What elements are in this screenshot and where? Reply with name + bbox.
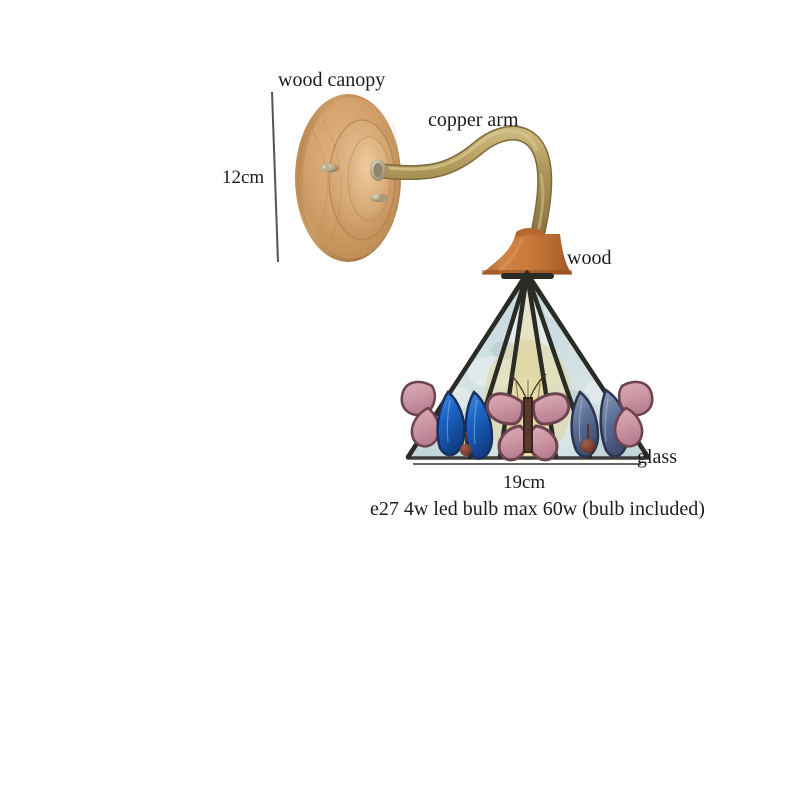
glass-shade: [400, 270, 654, 462]
dimension-line-height: [271, 91, 279, 263]
label-wood: wood: [567, 247, 612, 269]
label-wood-canopy: wood canopy: [278, 69, 386, 91]
bead-drop-left: [460, 432, 472, 456]
wood-cap: [482, 228, 572, 275]
arm-collar: [370, 159, 386, 181]
shade-skirt-decor: [400, 373, 654, 462]
label-glass: glass: [637, 446, 677, 468]
wood-canopy: [295, 94, 401, 262]
canopy-screw-upper: [320, 163, 339, 173]
bead-drop-right: [581, 424, 595, 453]
butterfly-center: [485, 373, 571, 462]
copper-arm: [370, 125, 553, 240]
butterfly-left-outer: [400, 380, 441, 448]
dimension-label-width: 19cm: [503, 472, 546, 493]
dragonfly-wings-left: [436, 390, 494, 460]
bulb-spec-text: e27 4w led bulb max 60w (bulb included): [370, 498, 705, 520]
canopy-screw-lower: [370, 193, 388, 203]
label-copper-arm: copper arm: [428, 109, 519, 131]
butterfly-right-outer: [613, 380, 654, 448]
dimension-label-height: 12cm: [222, 167, 265, 188]
